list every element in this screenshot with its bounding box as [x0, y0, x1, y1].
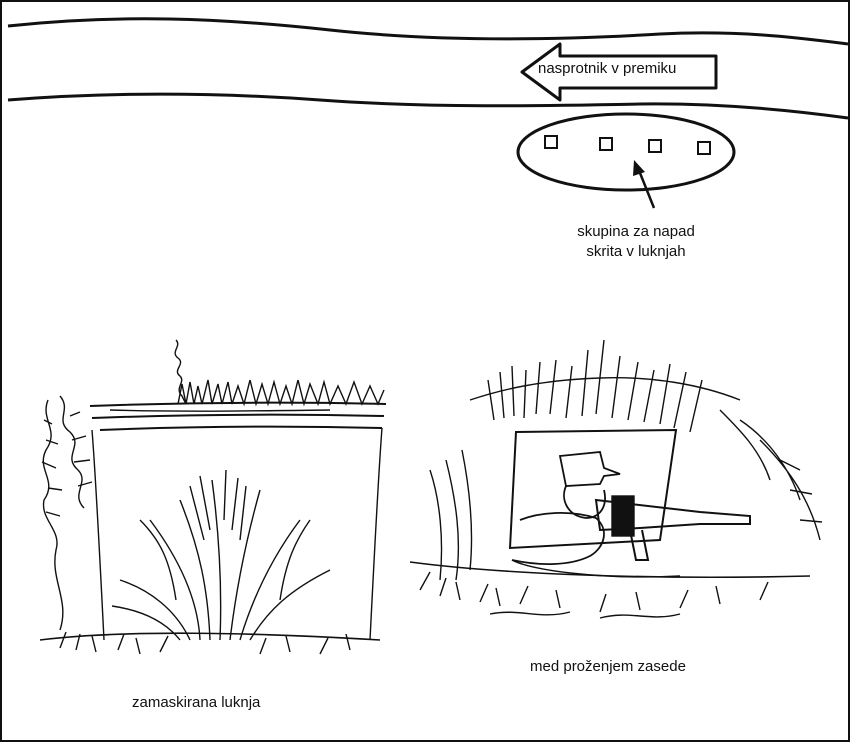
hidden-position-3 — [649, 140, 661, 152]
assault-group-label: skupina za napad skrita v luknjah — [560, 222, 712, 262]
camouflaged-hole-caption: zamaskirana luknja — [132, 694, 260, 711]
group-area-ellipse — [518, 114, 734, 190]
road-lower-edge — [8, 94, 848, 118]
hidden-position-2 — [600, 138, 612, 150]
camouflaged-hole-sketch — [40, 340, 386, 654]
soldier-in-hide-sketch — [410, 340, 822, 618]
road-upper-edge — [8, 19, 848, 44]
pointer-arrow — [633, 160, 654, 208]
enemy-moving-label: nasprotnik v premiku — [538, 60, 676, 77]
ambush-trigger-caption: med proženjem zasede — [530, 658, 686, 675]
assault-group-label-line2: skrita v luknjah — [560, 242, 712, 262]
hidden-position-1 — [545, 136, 557, 148]
hidden-position-4 — [698, 142, 710, 154]
assault-group-label-line1: skupina za napad — [560, 222, 712, 242]
